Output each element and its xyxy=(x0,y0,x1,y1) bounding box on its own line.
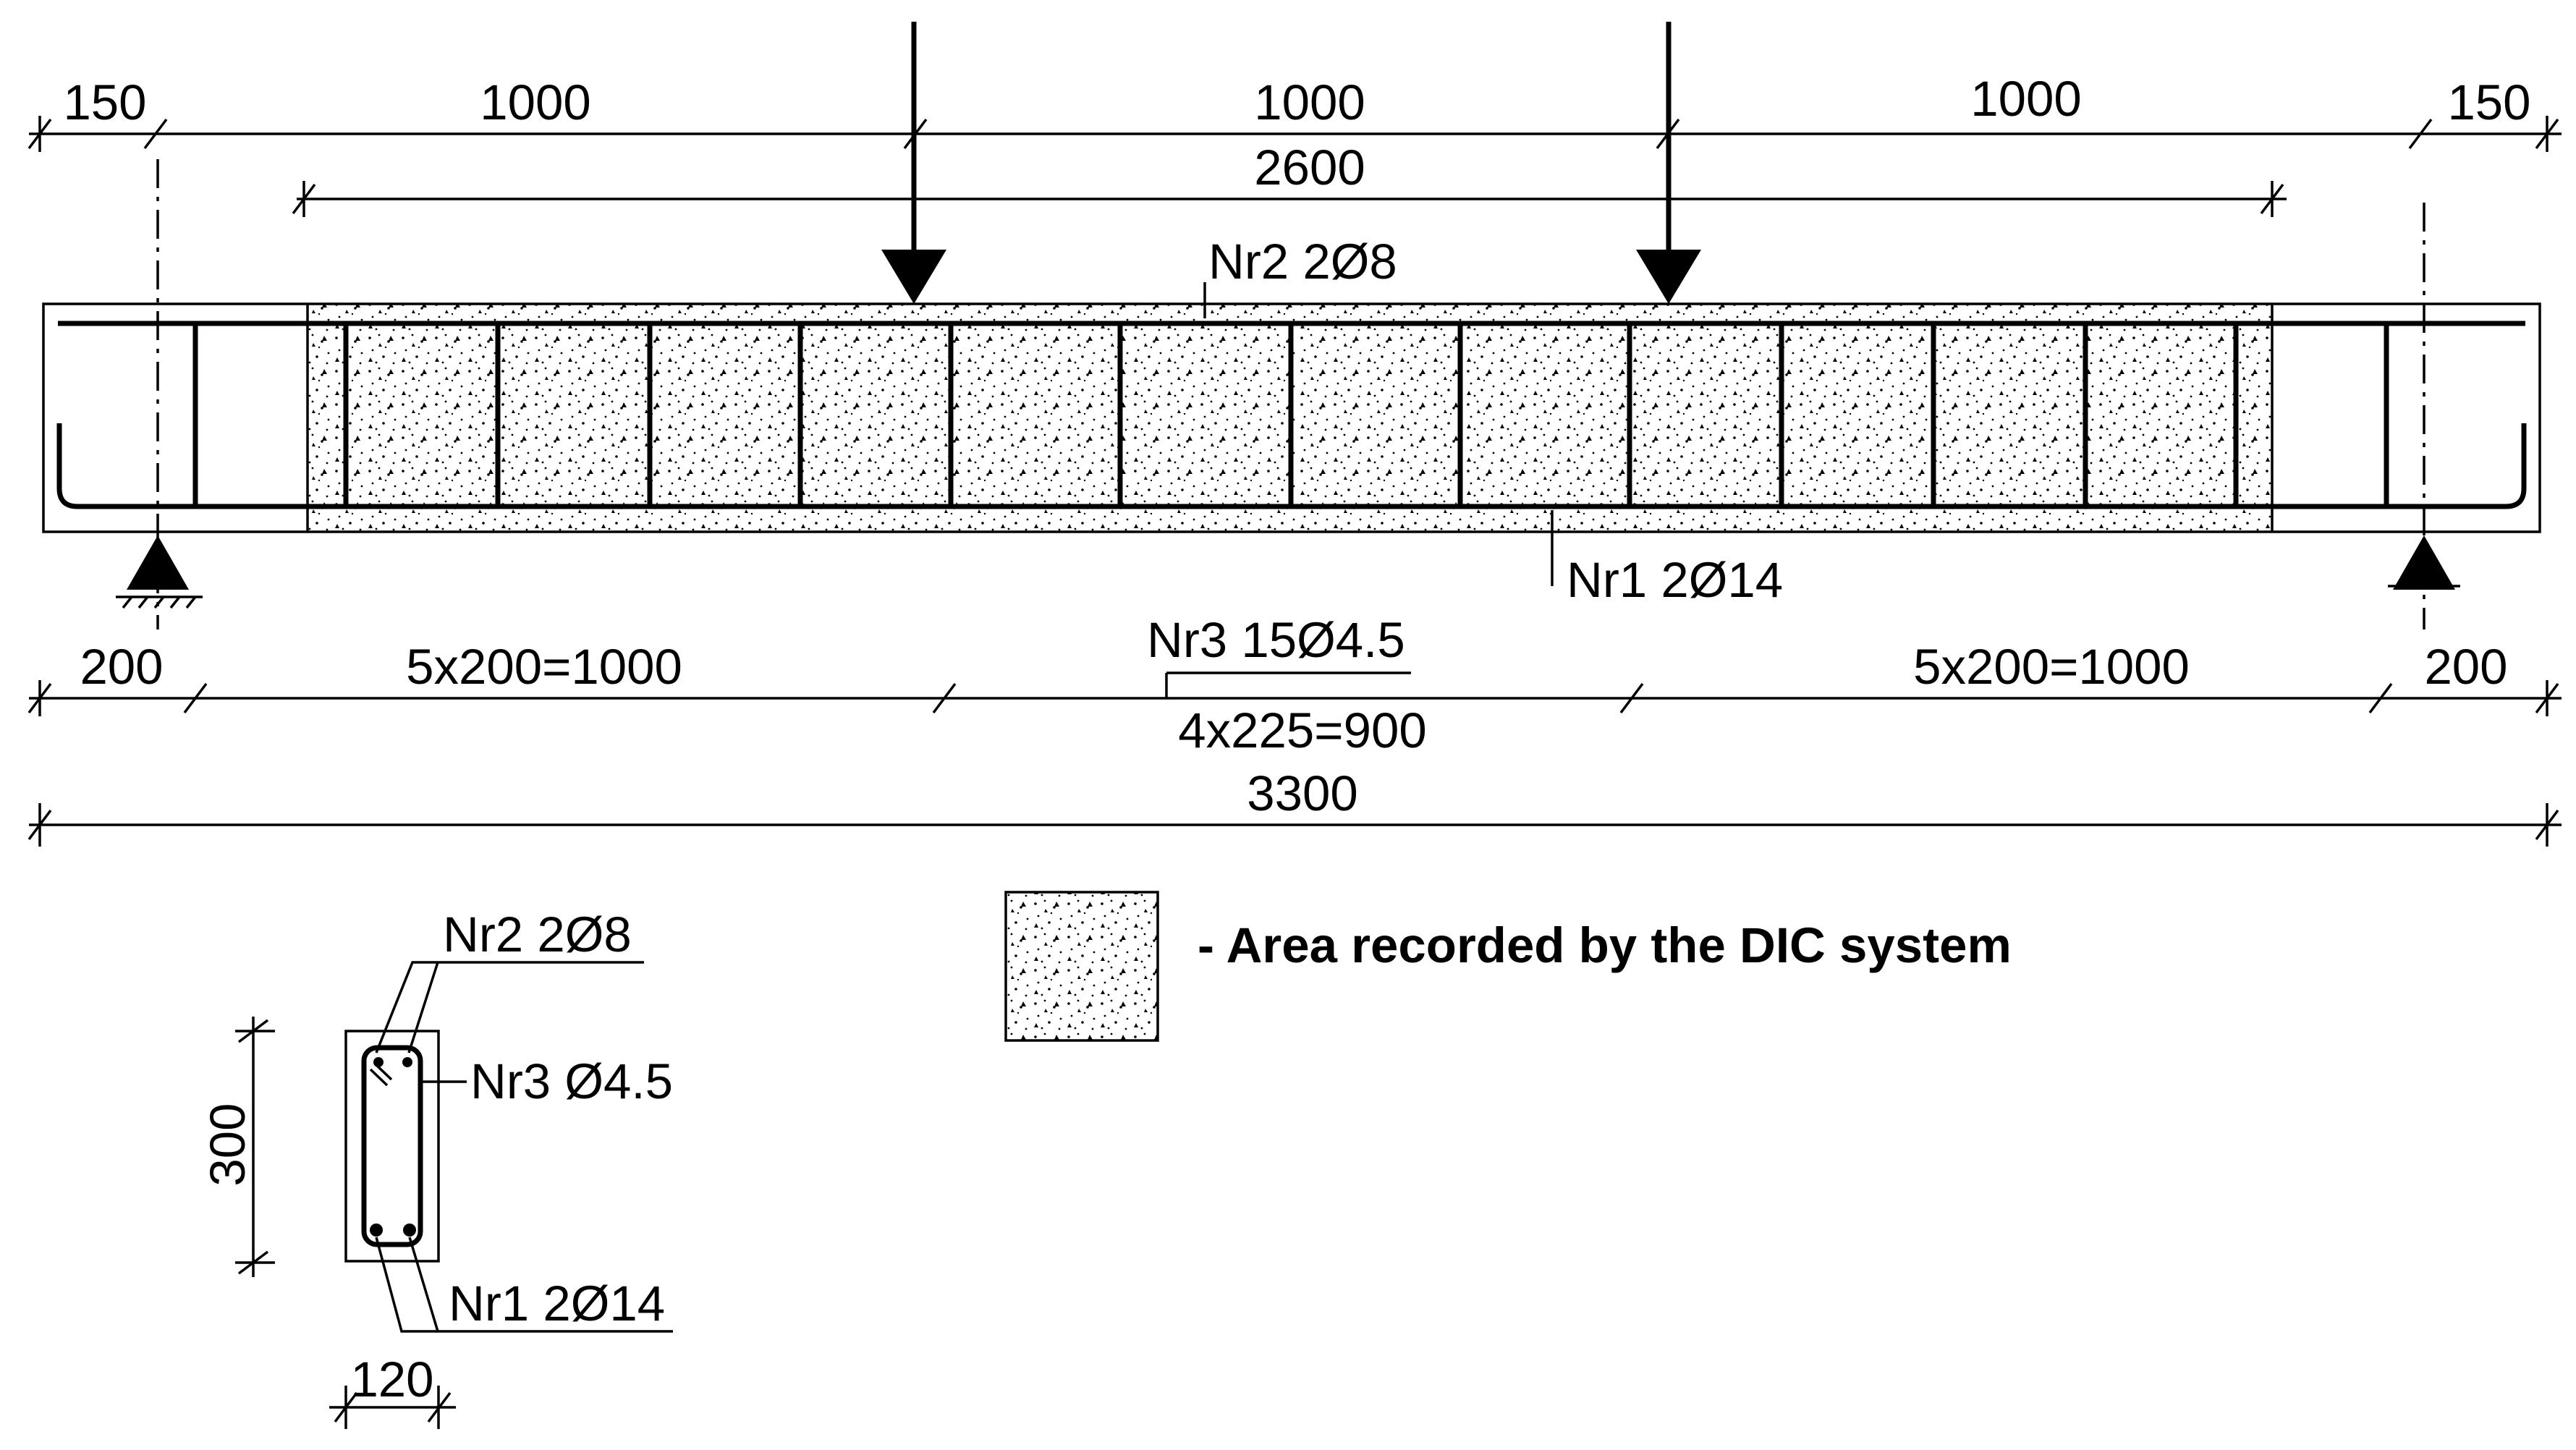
cross-section xyxy=(344,1030,440,1263)
section-nr1-leader-b xyxy=(408,1237,439,1332)
legend-text: - Area recorded by the DIC system xyxy=(1198,917,2012,973)
label-nr3-beam: Nr3 15Ø4.5 xyxy=(1147,612,1405,668)
dim-150-right: 150 xyxy=(2447,75,2530,130)
stirrup-dimension-line xyxy=(27,680,2562,716)
section-nr2-leader xyxy=(375,961,644,1053)
load-arrow-left xyxy=(881,22,946,304)
label-nr2-beam: Nr2 2Ø8 xyxy=(1208,234,1397,289)
section-nr1-leader xyxy=(375,1237,673,1333)
overall-dimension-line xyxy=(27,803,2562,847)
dim-200-right: 200 xyxy=(2424,639,2507,695)
left-support-pin xyxy=(116,535,203,609)
label-nr2-section: Nr2 2Ø8 xyxy=(443,907,632,962)
label-nr1-beam: Nr1 2Ø14 xyxy=(1567,552,1783,608)
dim-stirrups-right: 5x200=1000 xyxy=(1913,639,2190,695)
dim-1000-right: 1000 xyxy=(1970,71,2082,127)
stirrups xyxy=(192,323,2389,506)
dim-200-left: 200 xyxy=(80,639,163,695)
right-support-roller xyxy=(2388,535,2460,590)
dim-1000-left: 1000 xyxy=(480,75,591,130)
label-nr3-section: Nr3 Ø4.5 xyxy=(470,1053,673,1109)
dim-section-width: 120 xyxy=(350,1352,433,1407)
dim-3300-total: 3300 xyxy=(1247,766,1358,821)
section-height-dimension xyxy=(235,1017,275,1277)
dim-stirrups-middle: 4x225=900 xyxy=(1178,703,1426,758)
section-nr2-leader-b xyxy=(407,962,439,1053)
load-arrow-right xyxy=(1636,22,1701,304)
label-nr1-section: Nr1 2Ø14 xyxy=(449,1276,665,1331)
section-width-dimension xyxy=(329,1386,456,1429)
dim-150-left: 150 xyxy=(63,75,146,130)
legend-swatch xyxy=(1004,891,1159,1042)
dim-stirrups-left: 5x200=1000 xyxy=(406,639,682,695)
dim-1000-middle: 1000 xyxy=(1254,75,1365,130)
span-dimension-line xyxy=(292,181,2287,217)
dim-section-height: 300 xyxy=(200,1103,255,1186)
beam-outline xyxy=(42,302,2541,533)
dim-2600-span: 2600 xyxy=(1254,140,1365,195)
